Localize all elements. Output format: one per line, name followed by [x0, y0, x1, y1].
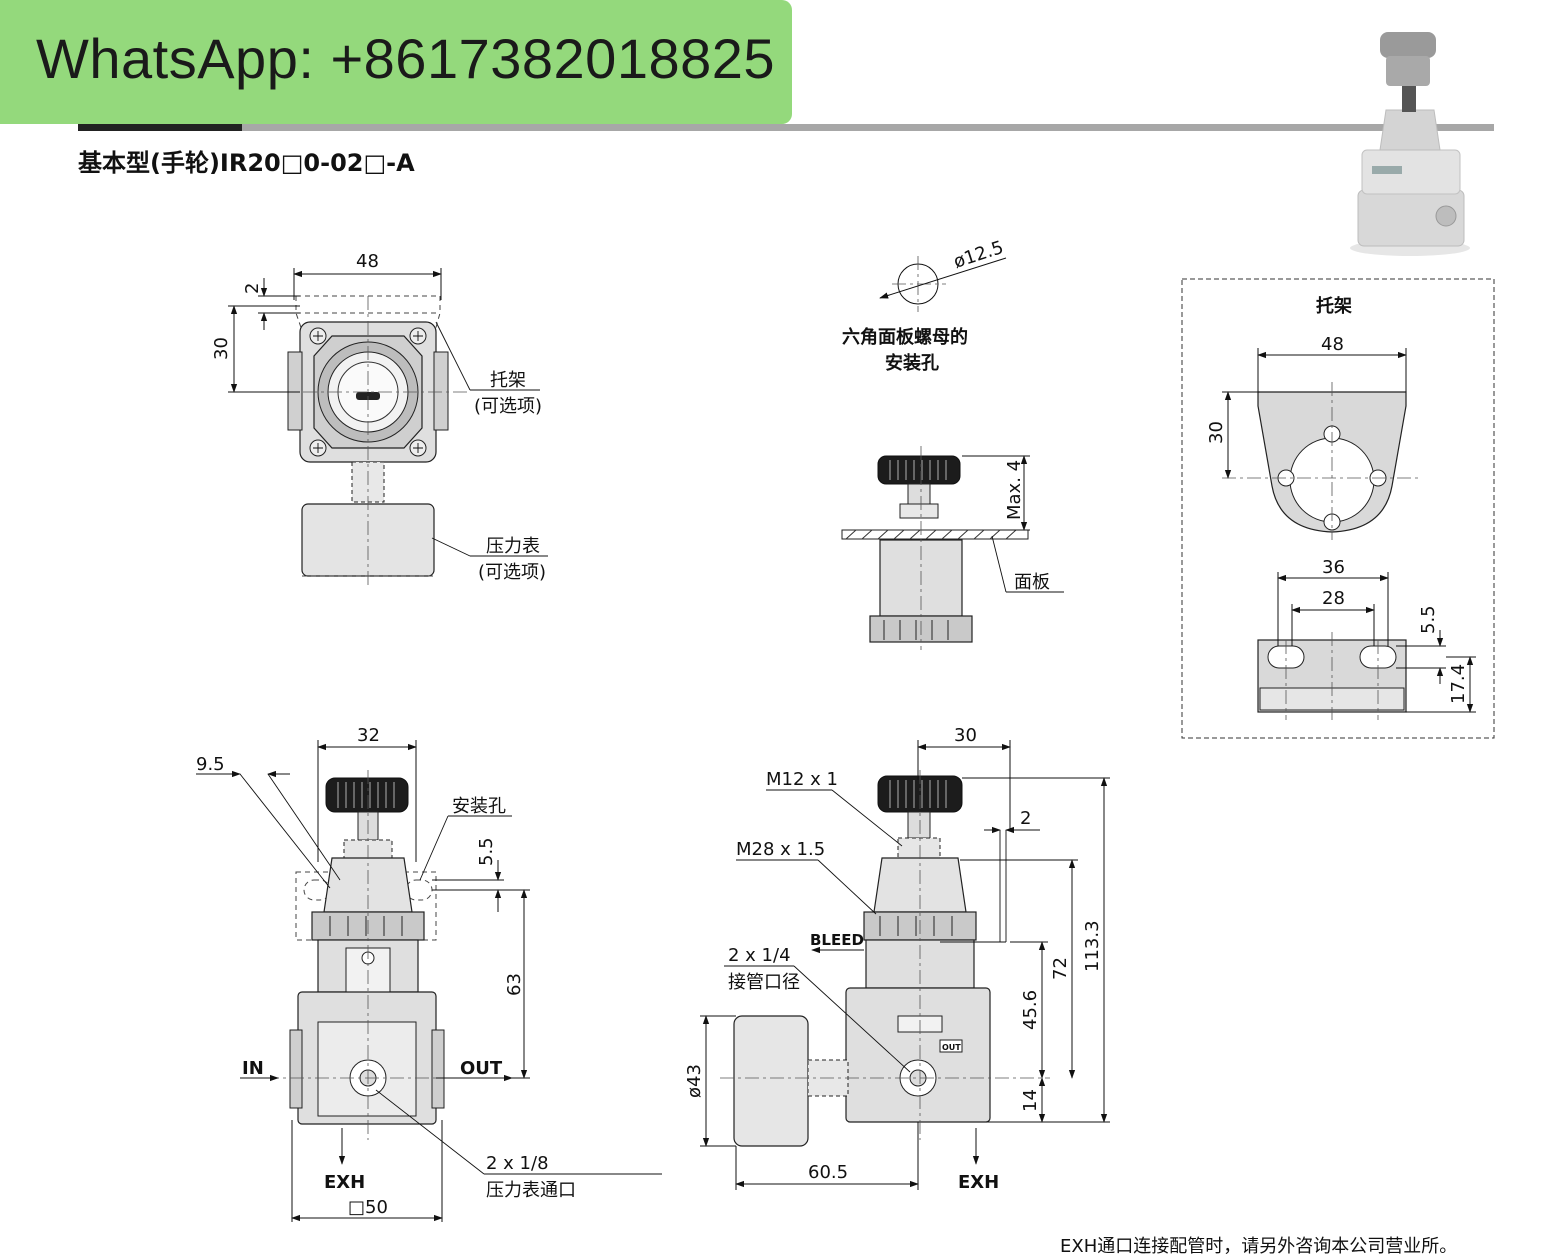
label-bleed: BLEED — [810, 931, 864, 949]
side-label-exh: EXH — [958, 1172, 999, 1193]
dim-63: 63 — [504, 973, 525, 996]
panel-view: ø12.5 六角面板螺母的 安装孔 Max. 4 面板 — [841, 237, 1064, 650]
side-dim-72: 72 — [1050, 957, 1071, 980]
bracket-dim-5-5: 5.5 — [1418, 605, 1439, 634]
page-title: 基本型(手轮)IR20□0-02□-A — [78, 149, 415, 177]
bracket-dim-30: 30 — [1206, 421, 1227, 444]
dim-2: 2 — [242, 283, 263, 294]
dim-9-5: 9.5 — [196, 754, 225, 775]
side-dim-113-3: 113.3 — [1082, 920, 1103, 972]
dim-50: □50 — [348, 1197, 388, 1218]
label-pipe-name: 接管口径 — [728, 972, 800, 993]
label-out: OUT — [460, 1058, 503, 1079]
label-mount-hole: 安装孔 — [452, 796, 506, 817]
label-in: IN — [242, 1058, 264, 1079]
dim-32: 32 — [357, 725, 380, 746]
callout-bracket-optional: (可选项) — [474, 396, 542, 417]
out-tag: OUT — [942, 1043, 961, 1052]
dim-48: 48 — [356, 251, 379, 272]
hole-label-1: 六角面板螺母的 — [842, 326, 968, 348]
bracket-detail: 托架 48 30 36 28 — [1181, 278, 1495, 739]
label-m12: M12 x 1 — [766, 769, 838, 790]
label-gauge-port-name: 压力表通口 — [486, 1180, 576, 1201]
callout-gauge: 压力表 — [486, 536, 540, 557]
header-rule — [78, 124, 242, 131]
dim-5-5: 5.5 — [476, 837, 497, 866]
bracket-title: 托架 — [1316, 295, 1352, 317]
banner-text: WhatsApp: +8617382018825 — [36, 27, 776, 90]
bracket-dim-36: 36 — [1322, 557, 1345, 578]
side-dim-14: 14 — [1020, 1089, 1041, 1112]
dim-30: 30 — [211, 337, 232, 360]
side-dim-2: 2 — [1020, 808, 1031, 829]
side-dim-30: 30 — [954, 725, 977, 746]
header-rule-grey — [242, 124, 1494, 131]
dim-max-4: Max. 4 — [1004, 460, 1025, 520]
label-m28: M28 x 1.5 — [736, 839, 825, 860]
side-view: OUT 30 2 113.3 72 45.6 14 ø43 — [684, 725, 1110, 1193]
product-photo — [1350, 32, 1470, 256]
whatsapp-banner: WhatsApp: +8617382018825 — [0, 0, 792, 124]
dim-hole-dia: ø12.5 — [951, 237, 1006, 273]
label-pipe-size: 2 x 1/4 — [728, 945, 791, 966]
side-dim-45-6: 45.6 — [1020, 990, 1041, 1030]
callout-bracket: 托架 — [490, 370, 526, 391]
label-gauge-port: 2 x 1/8 — [486, 1153, 549, 1174]
footnote: EXH通口连接配管时，请另外咨询本公司营业所。 — [1060, 1236, 1458, 1257]
side-dim-60-5: 60.5 — [808, 1162, 848, 1183]
callout-gauge-optional: (可选项) — [478, 562, 546, 583]
bracket-dim-48: 48 — [1321, 334, 1344, 355]
bracket-dim-17-4: 17.4 — [1448, 664, 1469, 704]
side-dim-d43: ø43 — [684, 1064, 705, 1098]
top-view: 48 30 2 托架 (可选项) 压力表 (可选项) — [211, 251, 548, 585]
panel-label: 面板 — [1014, 572, 1050, 593]
label-exh: EXH — [324, 1172, 365, 1193]
front-view: IN OUT EXH 32 9.5 安装孔 5.5 63 □50 — [196, 725, 662, 1222]
hole-label-2: 安装孔 — [885, 352, 939, 374]
bracket-dim-28: 28 — [1322, 588, 1345, 609]
